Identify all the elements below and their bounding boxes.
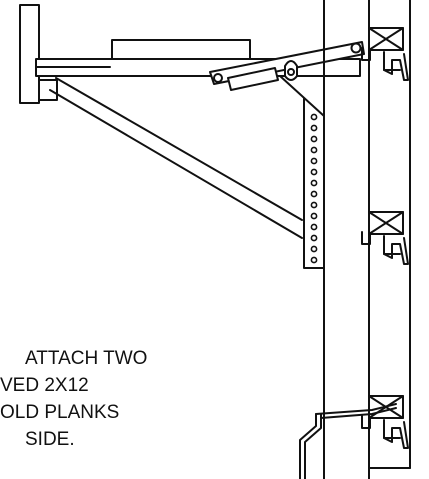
plank-on-bracket (111, 39, 251, 60)
perforated-post (303, 91, 325, 269)
caption-line-2: VED 2X12 (0, 375, 89, 396)
caption-line-1: ATTACH TWO (25, 348, 148, 369)
clamp-block-top (361, 27, 409, 81)
caption-line-4: SIDE. (25, 429, 75, 450)
strap-arm (209, 41, 365, 91)
wire-tie (299, 403, 397, 479)
caption-line-3: OLD PLANKS (0, 402, 120, 423)
gusset-plate (279, 75, 325, 117)
clamp-block-middle (361, 211, 409, 265)
wall-plate (19, 4, 58, 104)
diagonal-brace (49, 77, 303, 239)
instruction-caption: ATTACH TWO VED 2X12 OLD PLANKS SIDE. (0, 345, 240, 453)
